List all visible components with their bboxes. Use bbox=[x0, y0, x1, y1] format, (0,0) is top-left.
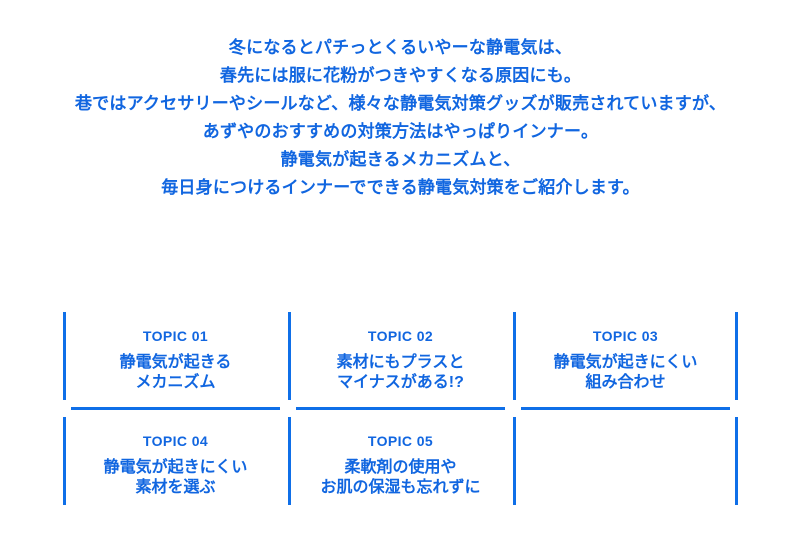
intro-line: 冬になるとパチっとくるいやーな静電気は、 bbox=[228, 38, 573, 57]
topic-link-03[interactable]: TOPIC 03 静電気が起きにくい 組み合わせ bbox=[513, 312, 738, 410]
topic-title-line: 静電気が起きにくい bbox=[103, 459, 248, 476]
topics-nav: TOPIC 01 静電気が起きる メカニズム TOPIC 02 素材にもプラスと… bbox=[63, 312, 738, 505]
topic-label: TOPIC 01 bbox=[142, 328, 209, 344]
vertical-divider bbox=[513, 417, 516, 505]
vertical-divider bbox=[63, 417, 66, 505]
topic-link-05[interactable]: TOPIC 05 柔軟剤の使用や お肌の保湿も忘れずに bbox=[288, 417, 513, 505]
topic-title-line: 静電気が起きにくい bbox=[553, 354, 698, 371]
topic-title: 柔軟剤の使用や お肌の保湿も忘れずに bbox=[288, 458, 513, 498]
topic-title: 静電気が起きにくい 組み合わせ bbox=[513, 353, 738, 393]
intro-line: あずやのおすすめの対策方法はやっぱりインナー。 bbox=[202, 122, 599, 141]
topic-title: 静電気が起きる メカニズム bbox=[63, 353, 288, 393]
topic-title-line: お肌の保湿も忘れずに bbox=[320, 479, 481, 496]
intro-text: 冬になるとパチっとくるいやーな静電気は、 春先には服に花粉がつきやすくなる原因に… bbox=[0, 34, 801, 202]
divider-line bbox=[521, 407, 730, 410]
topic-label: TOPIC 02 bbox=[367, 328, 434, 344]
topic-title-line: 素材を選ぶ bbox=[135, 479, 216, 496]
topic-label: TOPIC 05 bbox=[367, 433, 434, 449]
topic-title-line: マイナスがある!? bbox=[337, 374, 464, 391]
topic-title-line: 素材にもプラスと bbox=[336, 354, 465, 371]
topic-title-line: メカニズム bbox=[135, 374, 216, 391]
intro-line: 毎日身につけるインナーでできる静電気対策をご紹介します。 bbox=[161, 178, 640, 197]
topic-link-04[interactable]: TOPIC 04 静電気が起きにくい 素材を選ぶ bbox=[63, 417, 288, 505]
topic-label: TOPIC 04 bbox=[142, 433, 209, 449]
topic-link-02[interactable]: TOPIC 02 素材にもプラスと マイナスがある!? bbox=[288, 312, 513, 410]
vertical-divider bbox=[288, 312, 291, 400]
intro-line: 巷ではアクセサリーやシールなど、様々な静電気対策グッズが販売されていますが、 bbox=[74, 94, 727, 113]
topic-title-line: 静電気が起きる bbox=[119, 354, 232, 371]
topic-title-line: 柔軟剤の使用や bbox=[344, 459, 457, 476]
topic-title: 素材にもプラスと マイナスがある!? bbox=[288, 353, 513, 393]
vertical-divider bbox=[63, 312, 66, 400]
intro-line: 静電気が起きるメカニズムと、 bbox=[280, 150, 521, 169]
vertical-divider bbox=[735, 312, 738, 400]
vertical-divider bbox=[735, 417, 738, 505]
topic-link-01[interactable]: TOPIC 01 静電気が起きる メカニズム bbox=[63, 312, 288, 410]
topic-cell-empty bbox=[513, 417, 738, 505]
divider-line bbox=[296, 407, 505, 410]
intro-line: 春先には服に花粉がつきやすくなる原因にも。 bbox=[219, 66, 582, 85]
topic-label: TOPIC 03 bbox=[592, 328, 659, 344]
vertical-divider bbox=[288, 417, 291, 505]
vertical-divider bbox=[513, 312, 516, 400]
divider-line bbox=[71, 407, 280, 410]
topic-title-line: 組み合わせ bbox=[585, 374, 666, 391]
topic-title: 静電気が起きにくい 素材を選ぶ bbox=[63, 458, 288, 498]
